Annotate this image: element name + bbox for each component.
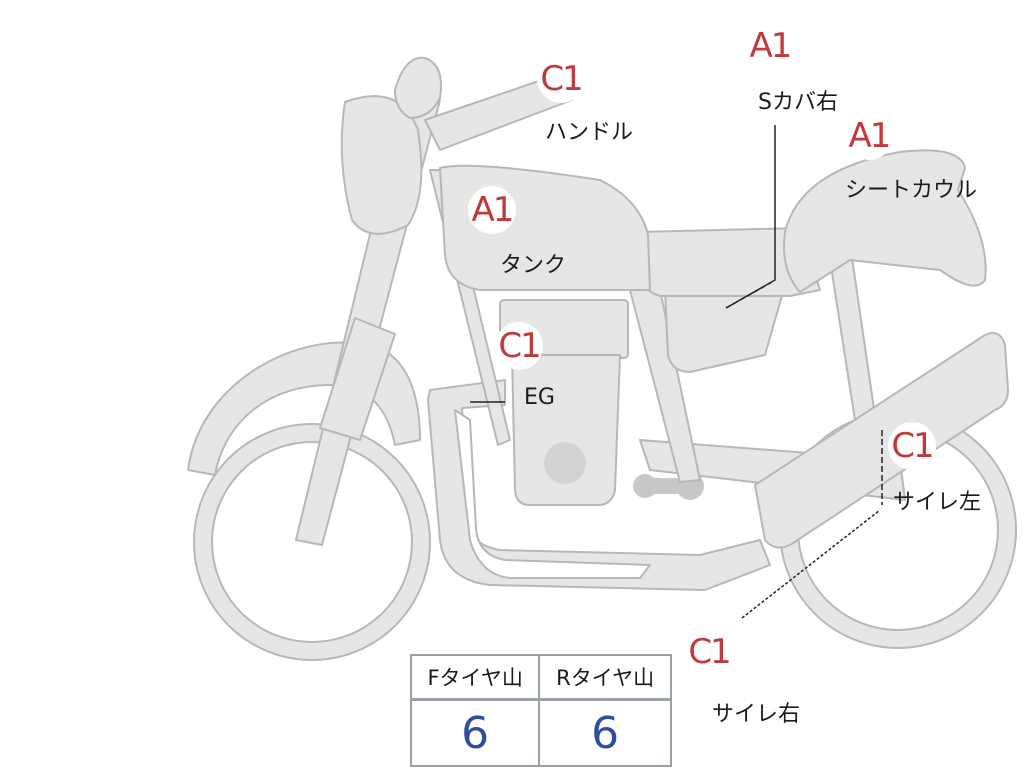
- engine-block: [511, 354, 621, 506]
- grade-seat-cowl: A1: [845, 112, 893, 160]
- engine-cover: [544, 442, 586, 484]
- lower-frame-inner: [454, 409, 651, 579]
- rear-tire-header: Rタイヤ山: [538, 654, 672, 701]
- label-side-cover-right: Sカバ右: [758, 90, 838, 115]
- rear-tire-value: 6: [538, 698, 672, 767]
- footpeg-bolt: [633, 474, 657, 498]
- label-tank: タンク: [500, 253, 567, 278]
- front-tire-header: Fタイヤ山: [409, 654, 541, 701]
- grade-silencer-left: C1: [888, 422, 936, 470]
- grade-side-cover-right: A1: [746, 22, 794, 70]
- leader-line-scover-dash: [725, 281, 773, 309]
- tire-tread-table: Fタイヤ山 Rタイヤ山 6 6: [409, 654, 672, 767]
- front-tire-value: 6: [409, 698, 541, 767]
- grade-tank: A1: [468, 186, 516, 234]
- mirror: [394, 56, 442, 119]
- grade-handlebar: C1: [537, 55, 585, 103]
- label-silencer-left: サイレ左: [893, 490, 982, 515]
- label-seat-cowl: シートカウル: [845, 178, 978, 203]
- label-silencer-right: サイレ右: [712, 702, 801, 727]
- grade-engine: C1: [495, 322, 543, 370]
- leader-line-silencer-right: [741, 509, 881, 619]
- label-handlebar: ハンドル: [545, 120, 634, 145]
- seat-cowl: [783, 149, 987, 293]
- side-cover: [664, 284, 786, 373]
- fork-gaiter: [319, 317, 396, 441]
- label-engine: EG: [524, 385, 555, 410]
- grade-silencer-right: C1: [685, 628, 733, 676]
